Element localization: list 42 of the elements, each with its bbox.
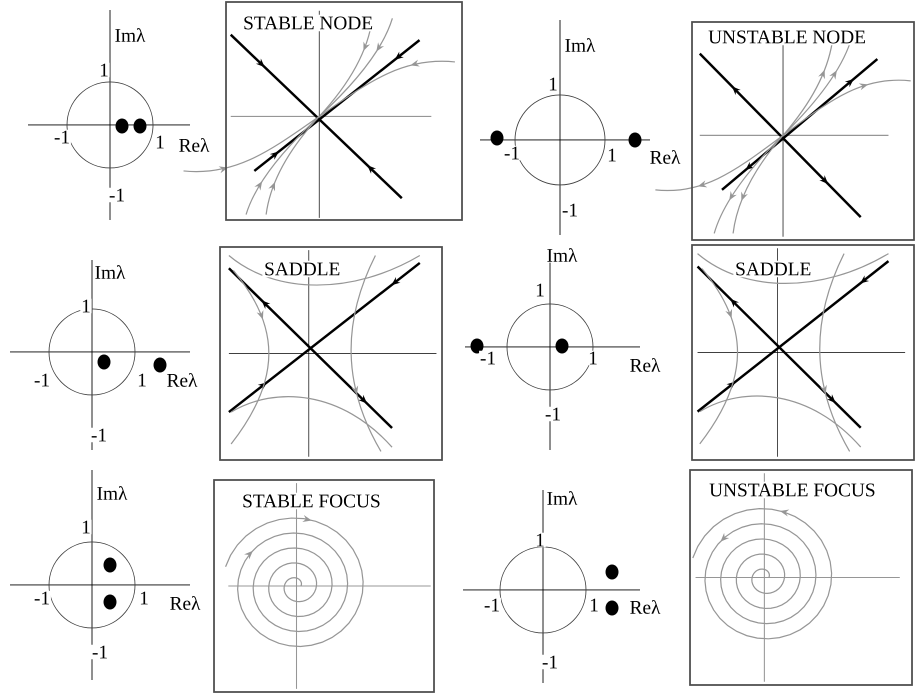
- axis-label: Reλ: [166, 372, 198, 388]
- tick-label: -1: [541, 654, 559, 670]
- axis-label: Imλ: [546, 490, 578, 506]
- phase-portrait-box: UNSTABLE NODE: [691, 21, 915, 241]
- tick-label: 1: [588, 598, 600, 612]
- tick-label: -1: [561, 202, 579, 218]
- tick-label: 1: [587, 350, 599, 366]
- tick-label: -1: [108, 188, 126, 202]
- axis-label: Imλ: [94, 264, 126, 280]
- tick-label: -1: [33, 590, 51, 606]
- tick-label: 1: [547, 76, 559, 92]
- tick-label: 1: [534, 282, 546, 298]
- tick-label: 1: [80, 298, 92, 314]
- tick-label: 1: [80, 520, 92, 534]
- tick-label: -1: [33, 372, 51, 388]
- tick-label: 1: [136, 372, 148, 388]
- axis-label: Imλ: [114, 27, 146, 43]
- phase-portrait-box: STABLE NODE: [225, 1, 463, 221]
- axis-label: Reλ: [168, 595, 202, 611]
- tick-label: 1: [138, 590, 150, 606]
- tick-label: 1: [534, 532, 546, 548]
- tick-label: -1: [91, 644, 109, 660]
- tick-label: -1: [483, 598, 501, 612]
- axis-label: Imλ: [96, 485, 128, 501]
- phase-portrait-box: STABLE FOCUS: [213, 479, 435, 693]
- tick-label: -1: [544, 406, 562, 422]
- axis-label: Reλ: [628, 357, 662, 373]
- phase-portrait-box: UNSTABLE FOCUS: [689, 469, 913, 686]
- axis-label: Reλ: [648, 149, 682, 165]
- tick-label: 1: [154, 134, 166, 150]
- phase-portrait-box: SADDLE: [219, 246, 443, 461]
- tick-label: -1: [503, 146, 521, 160]
- tick-label: -1: [479, 350, 497, 366]
- tick-label: -1: [53, 130, 71, 144]
- axis-label: Imλ: [564, 37, 596, 53]
- phase-portrait-box: SADDLE: [691, 244, 915, 461]
- axis-label: Reλ: [628, 599, 662, 615]
- axis-label: Reλ: [178, 137, 210, 153]
- tick-label: 1: [98, 62, 110, 78]
- tick-label: 1: [606, 148, 618, 162]
- axis-label: Imλ: [546, 247, 578, 263]
- tick-label: -1: [90, 428, 108, 442]
